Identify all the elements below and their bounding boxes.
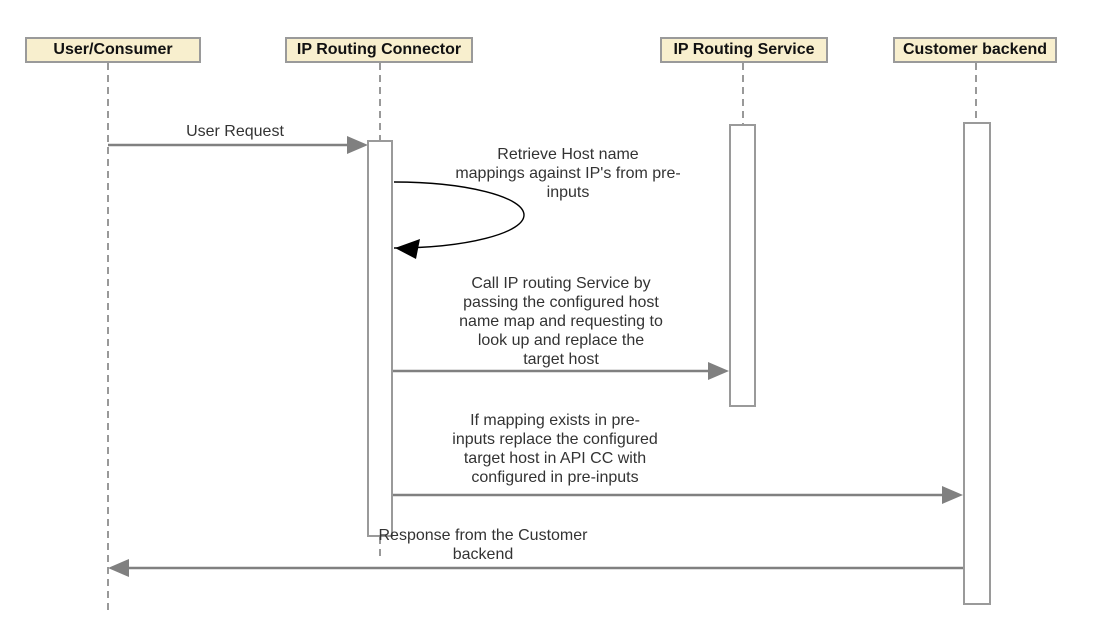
actor-label: Customer backend — [902, 41, 1048, 58]
message-label-response: Response from the Customer backend — [378, 527, 588, 563]
arrowhead-right-icon — [347, 136, 368, 154]
actor-label: User/Consumer — [53, 41, 173, 58]
message-label-replace-host: If mapping exists in pre- inputs replace… — [452, 412, 658, 486]
actor-ip-routing-service: IP Routing Service — [660, 37, 828, 63]
activation-bar-service — [729, 124, 756, 407]
activation-bar-connector — [367, 140, 393, 537]
actor-user-consumer: User/Consumer — [25, 37, 201, 63]
actor-ip-routing-connector: IP Routing Connector — [285, 37, 473, 63]
actor-customer-backend: Customer backend — [893, 37, 1057, 63]
self-message-loop — [393, 181, 525, 249]
activation-bar-backend — [963, 122, 991, 605]
actor-label: IP Routing Connector — [296, 41, 462, 58]
arrowhead-right-icon — [942, 486, 963, 504]
message-label-retrieve-mappings: Retrieve Host name mappings against IP's… — [455, 146, 681, 201]
arrowhead-self-icon — [395, 239, 420, 259]
message-label-call-service: Call IP routing Service by passing the c… — [459, 275, 663, 368]
message-label-user-request: User Request — [186, 123, 284, 140]
actor-label: IP Routing Service — [673, 41, 815, 58]
arrowhead-right-icon — [708, 362, 729, 380]
arrowhead-left-icon — [108, 559, 129, 577]
